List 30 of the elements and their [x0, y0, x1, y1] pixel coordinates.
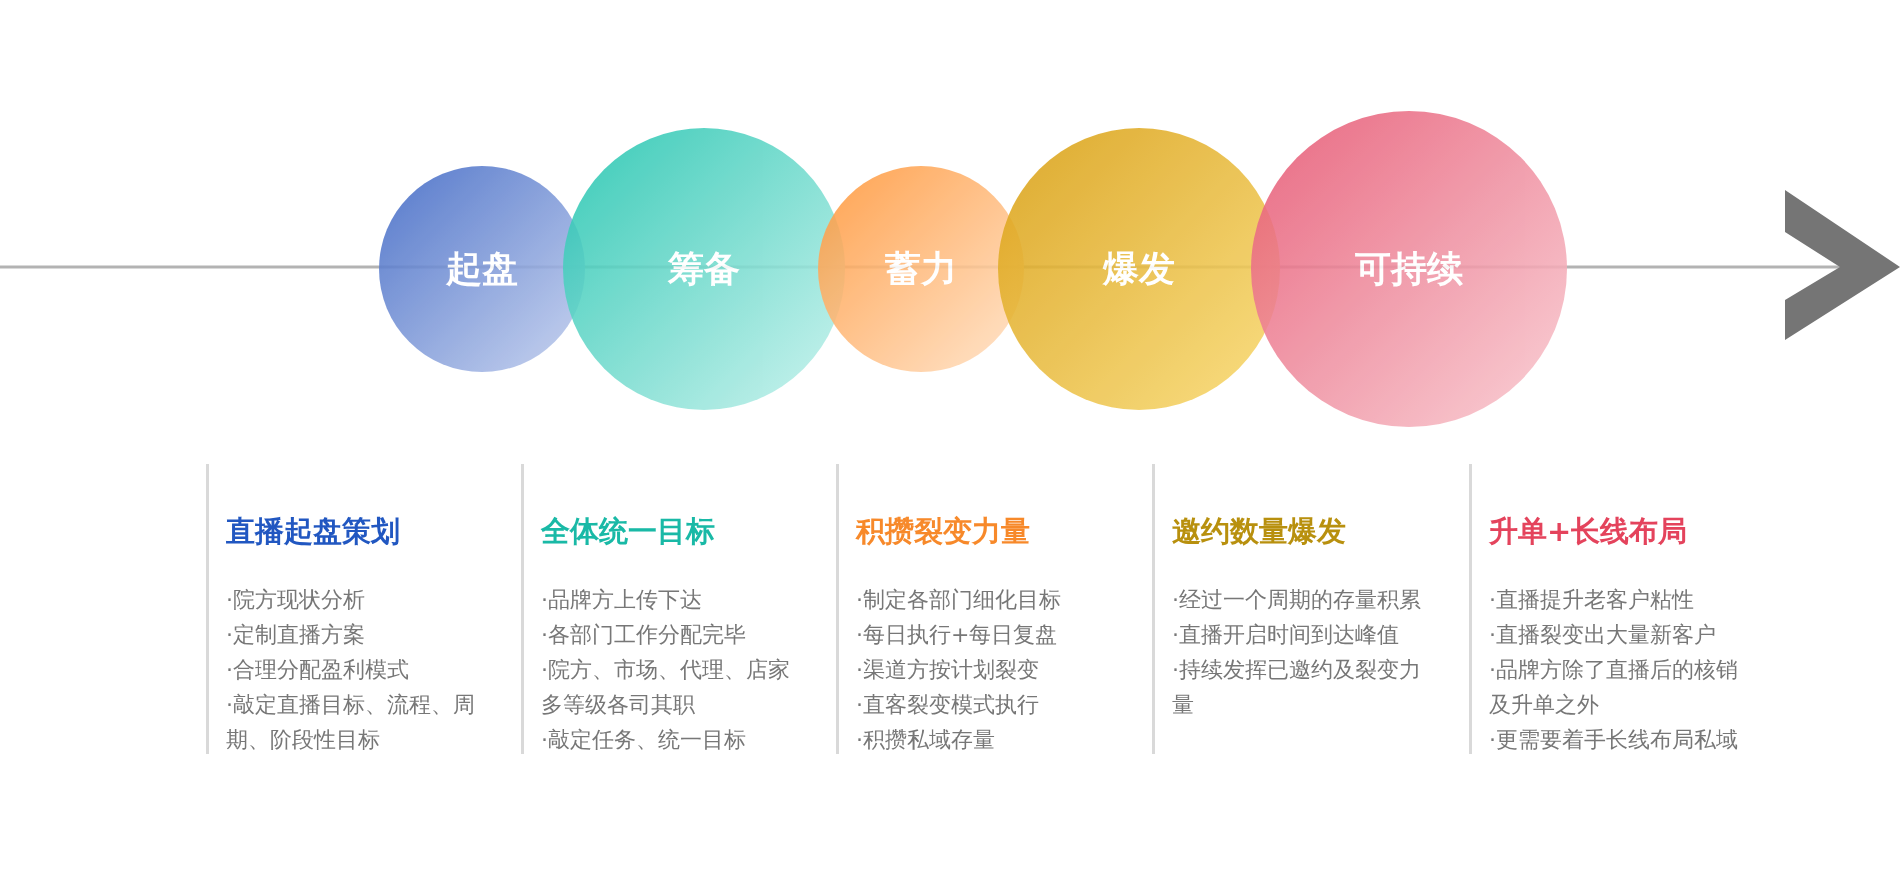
bullet-item: ·直客裂变模式执行: [856, 691, 1040, 719]
bullet-item: ·院方、市场、代理、店家多等级各司其职: [541, 656, 791, 719]
bullet-item: ·直播裂变出大量新客户: [1489, 621, 1717, 649]
bullet-item: ·持续发挥已邀约及裂变力量: [1172, 656, 1422, 719]
stage-label: 可持续: [1355, 246, 1463, 291]
stage-label: 爆发: [1103, 246, 1175, 291]
bullet-item: ·制定各部门细化目标: [856, 586, 1062, 614]
column-heading: 直播起盘策划: [226, 513, 401, 550]
bullet-item: ·更需要着手长线布局私域: [1489, 726, 1739, 754]
stage-label: 起盘: [446, 246, 518, 291]
bullet-item: ·积攒私域存量: [856, 726, 996, 754]
bullet-item: ·直播开启时间到达峰值: [1172, 621, 1400, 649]
bullet-item: ·各部门工作分配完毕: [541, 621, 747, 649]
bullet-item: ·品牌方上传下达: [541, 586, 703, 614]
bullet-item: ·敲定直播目标、流程、周期、阶段性目标: [226, 691, 476, 754]
bullet-item: ·合理分配盈利模式: [226, 656, 410, 684]
bullet-item: ·敲定任务、统一目标: [541, 726, 747, 754]
bullet-item: ·直播提升老客户粘性: [1489, 586, 1695, 614]
bullet-item: ·品牌方除了直播后的核销及升单之外: [1489, 656, 1739, 719]
column-heading: 邀约数量爆发: [1172, 513, 1347, 550]
column-heading: 全体统一目标: [541, 513, 716, 550]
bullet-item: ·每日执行+每日复盘: [856, 621, 1059, 649]
column-heading: 积攒裂变力量: [856, 513, 1031, 550]
bullet-item: ·定制直播方案: [226, 621, 366, 649]
bullet-item: ·经过一个周期的存量积累: [1172, 586, 1422, 614]
bullet-item: ·渠道方按计划裂变: [856, 656, 1040, 684]
column-heading: 升单+长线布局: [1489, 513, 1689, 550]
stage-label: 筹备: [668, 246, 740, 291]
bullet-item: ·院方现状分析: [226, 586, 366, 614]
stage-label: 蓄力: [885, 246, 957, 291]
